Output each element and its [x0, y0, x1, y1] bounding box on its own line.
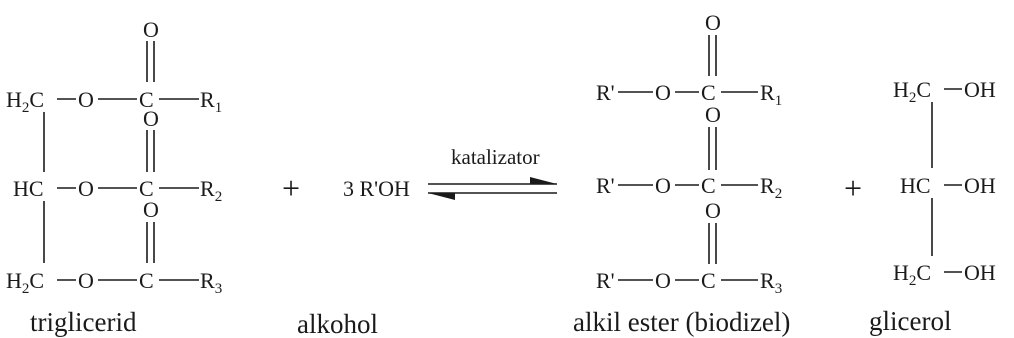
reverse-arrow-head [428, 193, 455, 200]
tg-row3-ester-oxygen: O [78, 268, 94, 293]
triglyceride-label: triglicerid [30, 307, 137, 337]
forward-arrow-head [530, 177, 557, 184]
tg-row2-carbon: C [139, 176, 154, 201]
ester-carbonyl-oxygen-2: O [705, 102, 721, 127]
glycerol-row1-hydroxyl: OH [964, 77, 996, 102]
catalyst-label: katalizator [451, 145, 540, 169]
glycerol-row1-left: H2C [893, 77, 931, 106]
alcohol-label: alkohol [297, 309, 378, 338]
glycerol-row3-hydroxyl: OH [964, 260, 996, 285]
tg-row1-left: H2C [6, 87, 44, 116]
ester-row3-oxygen: O [655, 268, 671, 293]
ester-row3-carbon: C [701, 268, 716, 293]
ester-row1-r-group: R1 [760, 80, 782, 109]
ester-carbonyl-oxygen-1: O [705, 10, 721, 35]
tg-row2-ester-oxygen: O [78, 176, 94, 201]
ester-row2-alkyl: R' [596, 173, 615, 198]
glycerol-row2-left: HC [900, 173, 931, 198]
glycerol-row2-hydroxyl: OH [964, 173, 996, 198]
carbonyl-oxygen-2: O [143, 106, 159, 131]
glycerol-structure: H2C OH HC OH H2C OH [893, 77, 996, 289]
tg-row3-left: H2C [6, 268, 44, 297]
glycerol-row3-left: H2C [893, 260, 931, 289]
tg-row1-ester-oxygen: O [78, 87, 94, 112]
ester-row3-alkyl: R' [596, 268, 615, 293]
plus-sign-1: + [282, 170, 300, 206]
equilibrium-arrow: katalizator [428, 145, 557, 200]
tg-row2-r-group: R2 [200, 176, 222, 205]
alcohol-formula: 3 R'OH [343, 176, 410, 201]
tg-row1-r-group: R1 [200, 87, 222, 116]
alkyl-ester-structure: O O O R' O C R1 R' O C R2 R' O C R3 [596, 10, 782, 297]
ester-row1-alkyl: R' [596, 80, 615, 105]
triglyceride-structure: O O O H2C O C R1 HC O C R2 H2C O C R3 [6, 17, 222, 297]
tg-row3-r-group: R3 [200, 268, 222, 297]
tg-row2-left: HC [13, 176, 44, 201]
ester-row2-r-group: R2 [760, 173, 782, 202]
plus-sign-2: + [844, 170, 862, 206]
alkyl-ester-label: alkil ester (biodizel) [573, 307, 790, 337]
carbonyl-oxygen-3: O [143, 197, 159, 222]
ester-row1-oxygen: O [655, 80, 671, 105]
carbonyl-oxygen-1: O [143, 17, 159, 42]
ester-row3-r-group: R3 [760, 268, 782, 297]
glycerol-label: glicerol [869, 306, 951, 336]
ester-row2-oxygen: O [655, 173, 671, 198]
tg-row3-carbon: C [139, 268, 154, 293]
tg-row1-carbon: C [139, 87, 154, 112]
ester-carbonyl-oxygen-3: O [705, 198, 721, 223]
ester-row2-carbon: C [701, 173, 716, 198]
ester-row1-carbon: C [701, 80, 716, 105]
